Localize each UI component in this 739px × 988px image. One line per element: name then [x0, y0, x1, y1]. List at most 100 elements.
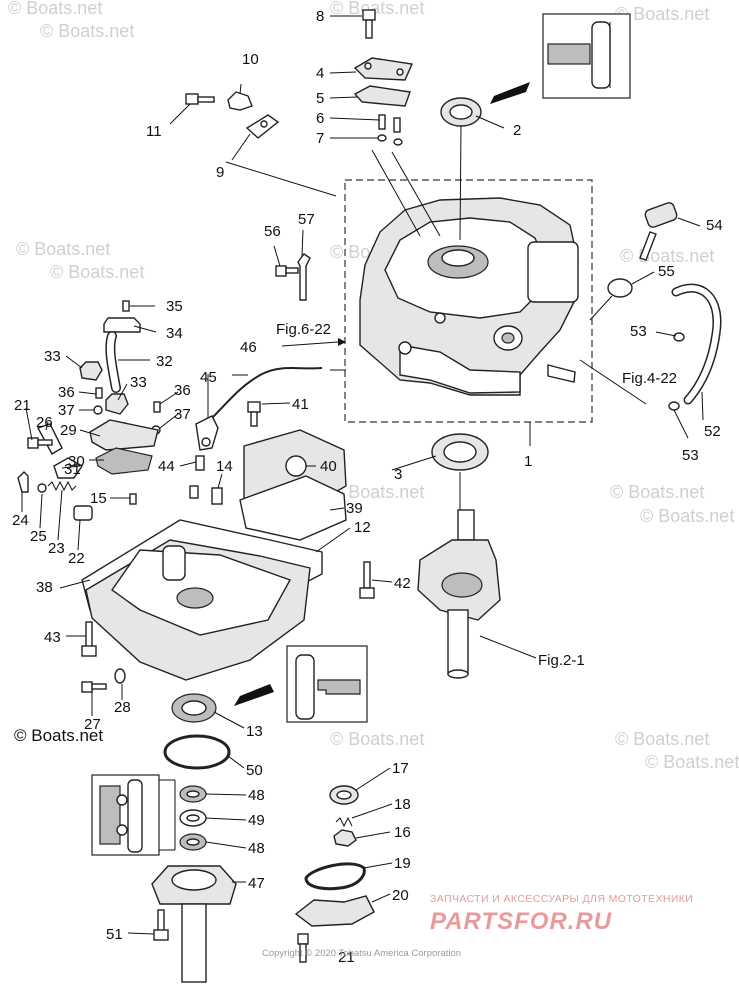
- cover-29-part: [89, 419, 159, 451]
- housing-47-part: [151, 865, 237, 983]
- assembly-outline-box: [344, 179, 593, 423]
- callout-8: 8: [316, 8, 324, 25]
- callout-29: 29: [60, 422, 77, 439]
- bearing-3-part: [431, 433, 489, 471]
- callout-22: 22: [68, 550, 85, 567]
- callout-52: 52: [704, 423, 721, 440]
- clamp-53-part: [673, 332, 685, 342]
- bolt-8-part: [362, 9, 376, 39]
- bolt-35-part: [122, 300, 130, 312]
- bracket-34-part: [103, 317, 141, 333]
- bolt-41-part: [247, 401, 261, 427]
- bolt-21-part: [297, 933, 309, 963]
- callout-56: 56: [264, 223, 281, 240]
- callout-23: 23: [48, 540, 65, 557]
- watermark-text: © Boats.net: [16, 239, 110, 259]
- bolt-42-part: [359, 561, 375, 599]
- fig-ref-4-22: Fig.4-22: [622, 370, 677, 387]
- callout-47: 47: [248, 875, 265, 892]
- callout-51: 51: [106, 926, 123, 943]
- o-ring-55-part: [607, 278, 633, 298]
- watermark-text: © Boats.net: [615, 729, 709, 749]
- bolt-27-part: [81, 681, 107, 693]
- callout-1: 1: [524, 453, 532, 470]
- gasket-30-part: [95, 447, 153, 475]
- callout-30: 30: [68, 453, 85, 470]
- callout-55: 55: [658, 263, 675, 280]
- callout-40: 40: [320, 458, 337, 475]
- watermark-text: © Boats.net: [8, 0, 102, 18]
- clamp-53-part: [668, 401, 680, 411]
- watermark-text: © Boats.net: [645, 752, 739, 772]
- callout-53: 53: [630, 323, 647, 340]
- callout-41: 41: [292, 396, 309, 413]
- callout-labels: 8 4 5 6 7 2 10 11 9 54 55 53 53 52 56 57…: [12, 8, 723, 966]
- pin-6-part: [378, 114, 386, 130]
- terminal-44-part: [195, 455, 205, 471]
- watermark-text: © Boats.net: [50, 262, 144, 282]
- callout-35: 35: [166, 298, 183, 315]
- valve-16-part: [333, 829, 357, 847]
- callout-21: 21: [338, 949, 355, 966]
- callout-54: 54: [706, 217, 723, 234]
- grommet-33-part: [105, 393, 129, 415]
- detail-inset-seals: [91, 774, 176, 856]
- watermark-text: © Boats.net: [610, 482, 704, 502]
- callout-48: 48: [248, 787, 265, 804]
- callout-24: 24: [12, 512, 29, 529]
- callout-28: 28: [114, 699, 131, 716]
- copyright-line: Copyright © 2020 Tohatsu America Corpora…: [262, 948, 462, 959]
- grommet-33-part: [79, 361, 103, 381]
- watermark-text: © Boats.net: [330, 0, 424, 18]
- detail-inset-bottom: [234, 645, 368, 723]
- washer-7-part: [393, 138, 403, 146]
- oil-seal-13-part: [171, 693, 217, 723]
- callout-38: 38: [36, 579, 53, 596]
- seal-48-part: [179, 833, 207, 851]
- cover-20-part: [294, 895, 375, 927]
- callout-31: 31: [64, 461, 81, 478]
- brand-logo: PARTSFOR.RU: [430, 908, 613, 935]
- callout-17: 17: [392, 760, 409, 777]
- cable-46-part: [209, 367, 323, 421]
- callout-25: 25: [30, 528, 47, 545]
- fig-6-22-arrow: [281, 338, 346, 347]
- fig-ref-2-1: Fig.2-1: [538, 652, 585, 669]
- terminal-44-part: [189, 485, 199, 499]
- washer-28-part: [114, 668, 126, 684]
- callout-36: 36: [174, 382, 191, 399]
- leader-lines: [21, 15, 704, 935]
- callout-10: 10: [242, 51, 259, 68]
- bolt-56-part: [275, 265, 299, 277]
- watermark-text: © Boats.net: [640, 506, 734, 526]
- oil-cap-54-part: [639, 202, 678, 261]
- brand-tagline: ЗАПЧАСТИ И АКСЕССУАРЫ ДЛЯ МОТОТЕХНИКИ: [430, 893, 694, 905]
- plate-4-part: [353, 57, 414, 81]
- callout-45: 45: [200, 369, 217, 386]
- callout-48: 48: [248, 840, 265, 857]
- bolt-11-part: [185, 93, 215, 105]
- pin-15-part: [129, 493, 137, 505]
- connector-14-part: [211, 487, 223, 505]
- callout-57: 57: [298, 211, 315, 228]
- washer-7-part: [377, 134, 387, 142]
- spring-18-part: [335, 816, 353, 828]
- callout-33: 33: [130, 374, 147, 391]
- callout-46: 46: [240, 339, 257, 356]
- callout-3: 3: [394, 466, 402, 483]
- pin-6-part: [393, 117, 401, 133]
- gasket-39-part: [239, 475, 347, 541]
- callout-34: 34: [166, 325, 183, 342]
- arrow-indicator: [234, 684, 274, 706]
- watermark-text: © Boats.net: [615, 4, 709, 24]
- callout-36: 36: [58, 384, 75, 401]
- seal-17-part: [329, 785, 359, 805]
- callout-13: 13: [246, 723, 263, 740]
- bolt-36-part: [95, 387, 103, 399]
- callout-53: 53: [682, 447, 699, 464]
- callout-50: 50: [246, 762, 263, 779]
- washer-25-part: [37, 483, 47, 493]
- gasket-50-part: [163, 734, 231, 770]
